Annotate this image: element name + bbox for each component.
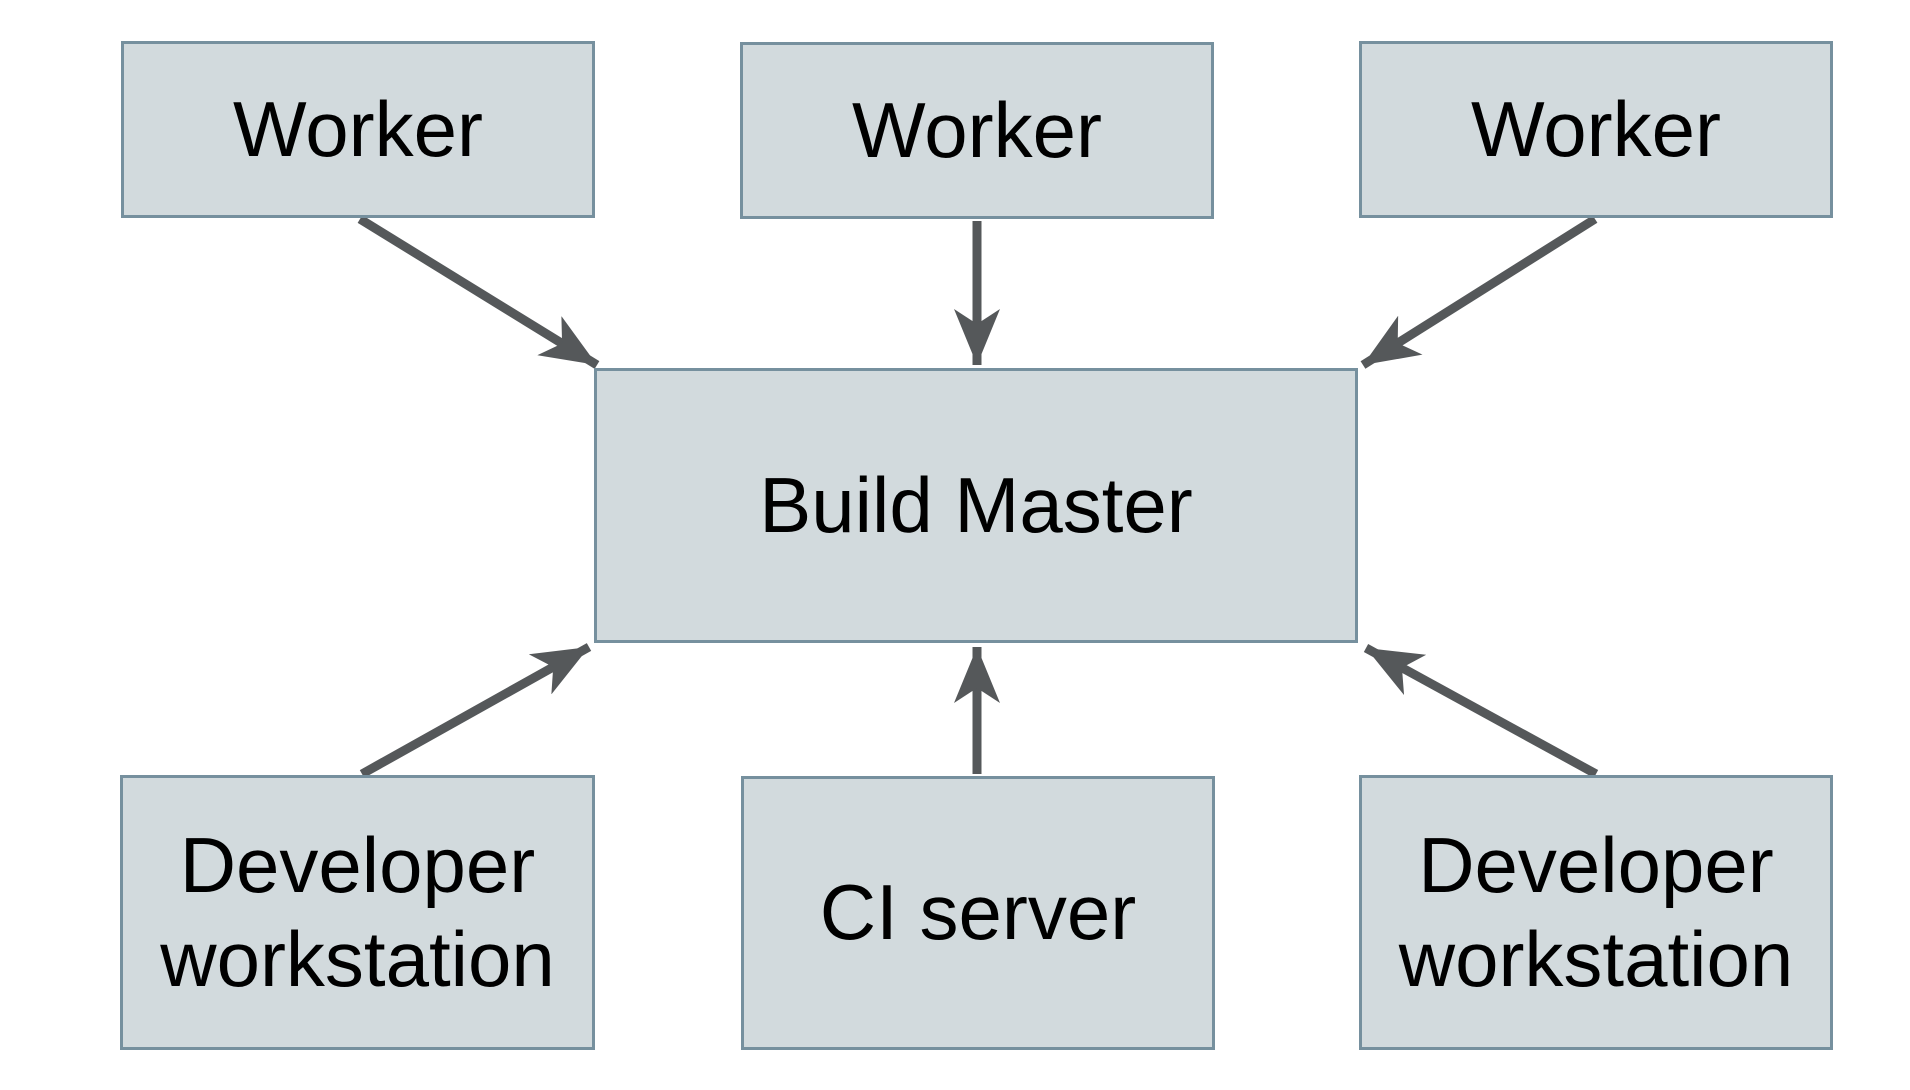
node-developer-workstation-left-label: Developer workstation bbox=[160, 820, 555, 1003]
edge-worker3-to-buildmaster bbox=[1360, 215, 1598, 369]
node-build-master-label: Build Master bbox=[759, 460, 1193, 549]
edge-devworkstation-right-to-buildmaster bbox=[1363, 644, 1599, 778]
edge-worker1-to-buildmaster bbox=[357, 215, 600, 369]
node-worker-3-label: Worker bbox=[1471, 84, 1721, 173]
edge-devworkstation-left-to-buildmaster bbox=[359, 643, 592, 778]
node-developer-workstation-right: Developer workstation bbox=[1359, 775, 1833, 1050]
node-build-master: Build Master bbox=[594, 368, 1358, 643]
node-ci-server: CI server bbox=[741, 776, 1215, 1050]
node-worker-3: Worker bbox=[1359, 41, 1833, 218]
node-developer-workstation-left: Developer workstation bbox=[120, 775, 595, 1050]
node-worker-2: Worker bbox=[740, 42, 1214, 219]
node-worker-1-label: Worker bbox=[233, 84, 483, 173]
node-ci-server-label: CI server bbox=[819, 868, 1137, 957]
node-developer-workstation-right-label: Developer workstation bbox=[1398, 820, 1794, 1003]
node-worker-2-label: Worker bbox=[852, 85, 1102, 174]
node-worker-1: Worker bbox=[121, 41, 595, 218]
